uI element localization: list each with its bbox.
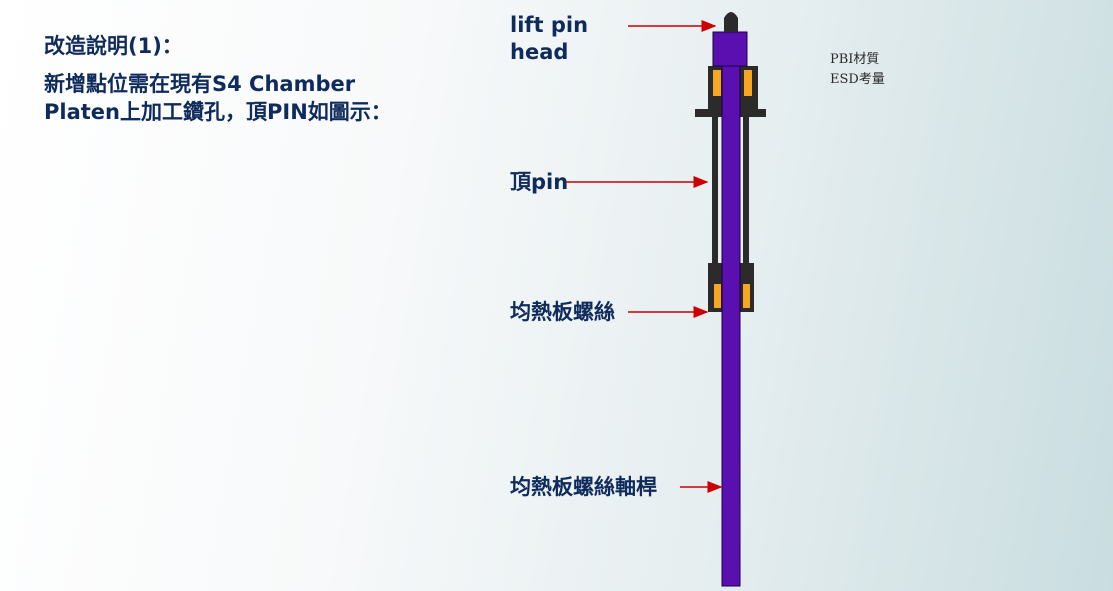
slide-description: 新增點位需在現有S4 Chamber Platen上加工鑽孔，頂PIN如圖示： [44, 70, 464, 126]
pin-head-body [712, 31, 748, 67]
lift-pin-head-label: lift pin head [510, 12, 588, 66]
lower-insert-right [743, 284, 750, 308]
lift-pin-head-label-line-1: lift pin [510, 13, 589, 37]
description-line-1: 新增點位需在現有S4 Chamber [44, 72, 356, 96]
upper-insert-left [713, 70, 721, 96]
material-note-line-2: ESD考量 [830, 72, 885, 87]
housing-tube-left [712, 115, 718, 265]
housing-tube-right [743, 115, 749, 265]
material-note-line-1: PBI材質 [830, 52, 880, 67]
material-note: PBI材質 ESD考量 [830, 50, 885, 90]
slide-title: 改造說明(1)： [44, 34, 183, 58]
screw-shaft-label: 均熱板螺絲軸桿 [510, 475, 657, 499]
plate-screw-label: 均熱板螺絲 [510, 300, 615, 324]
top-pin-label: 頂pin [510, 170, 569, 194]
pin-head-tip [724, 12, 738, 32]
lower-insert-left [714, 284, 721, 308]
description-line-2: Platen上加工鑽孔，頂PIN如圖示： [44, 100, 392, 124]
pin-shaft [721, 59, 741, 587]
upper-insert-right [744, 70, 752, 96]
lift-pin-head-label-line-2: head [510, 40, 569, 64]
